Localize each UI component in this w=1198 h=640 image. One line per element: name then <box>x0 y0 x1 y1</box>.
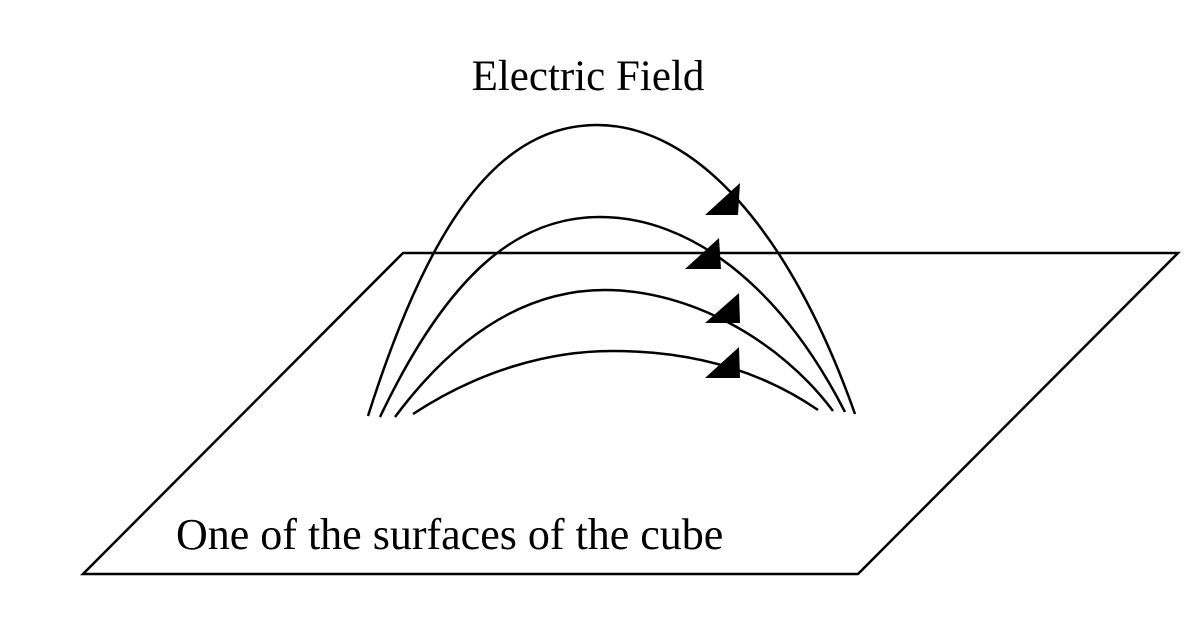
diagram-title: Electric Field <box>472 53 705 100</box>
field-arrow-4 <box>705 347 740 378</box>
field-line-4 <box>412 349 819 416</box>
field-arrow-1 <box>705 183 740 215</box>
field-line-2 <box>378 215 847 418</box>
field-arrow-2 <box>685 238 721 269</box>
field-line-3 <box>393 288 835 418</box>
field-line-1 <box>366 123 857 417</box>
cube-surface <box>79 251 1182 576</box>
field-arrow-3 <box>705 293 740 323</box>
surface-label: One of the surfaces of the cube <box>176 510 723 559</box>
